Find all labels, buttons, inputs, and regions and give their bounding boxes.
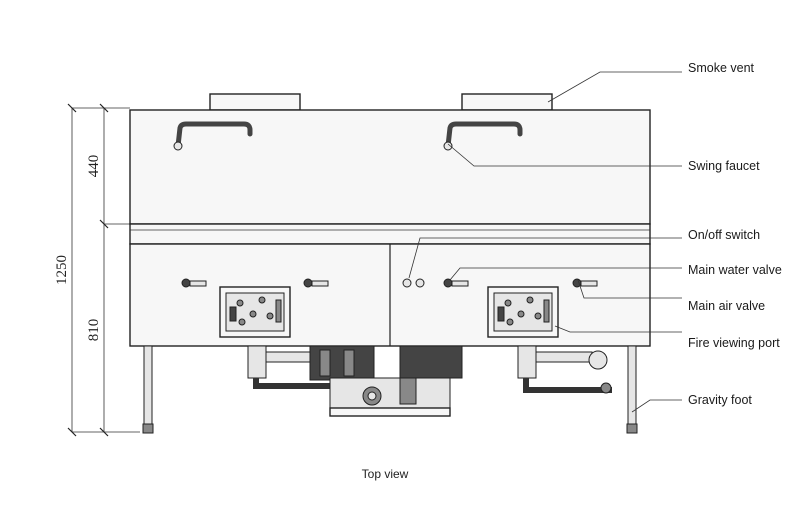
smoke-vent-right [461,93,553,111]
label-swing-faucet: Swing faucet [688,159,760,173]
control-rail [129,223,651,245]
fire-viewing-port-left [219,286,291,338]
label-main-water-valve: Main water valve [688,263,782,277]
label-onoff-switch: On/off switch [688,228,760,242]
onoff-switch-2 [415,278,425,288]
main-air-valve-knob [572,278,598,288]
callout-leaders [408,71,682,413]
swing-faucet-left [173,121,253,151]
swing-faucet-right [443,121,523,151]
label-smoke-vent: Smoke vent [688,61,755,75]
label-gravity-foot: Gravity foot [688,393,752,407]
plumbing-right [517,345,612,394]
gravity-foot-left [142,345,154,434]
main-water-valve-knob [443,278,469,288]
dimension-total: 1250 [54,255,70,285]
gravity-foot-right [626,345,638,434]
valve-knob-left-2 [303,278,329,288]
dimension-lower: 810 [86,319,102,342]
label-fire-viewing-port: Fire viewing port [688,336,780,350]
upper-body [129,109,651,225]
smoke-vent-left [209,93,301,111]
dimension-lines [67,103,140,437]
onoff-switch-1 [402,278,412,288]
fire-viewing-port-right [487,286,559,338]
blower-center [329,345,463,417]
label-main-air-valve: Main air valve [688,299,765,313]
caption: Top view [362,467,409,481]
dimension-upper: 440 [86,155,102,178]
valve-knob-left-1 [181,278,207,288]
